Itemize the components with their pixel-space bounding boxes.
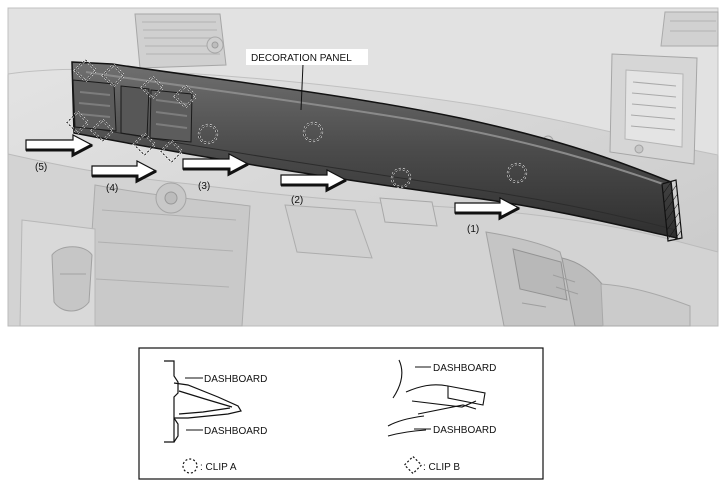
dashboard-label-bottom-right: DASHBOARD: [433, 425, 496, 436]
legend-clip-a: : CLIP A: [182, 458, 237, 474]
arrow-1: (1): [454, 197, 521, 235]
arrow-4-label: (4): [106, 183, 118, 194]
decoration-panel-callout: DECORATION PANEL: [246, 49, 368, 111]
clip-markers: [65, 58, 528, 189]
clip-a-detail: DASHBOARD DASHBOARD: [164, 360, 267, 443]
clip-b-marker: [132, 132, 157, 157]
arrow-4: (4): [91, 160, 158, 194]
clip-b-marker: [173, 84, 198, 109]
decoration-panel-label: DECORATION PANEL: [251, 53, 352, 64]
legend-clip-b: : CLIP B: [403, 455, 460, 475]
clip-a-marker: [506, 162, 528, 184]
arrow-5: (5): [25, 134, 94, 173]
clip-b-label: : CLIP B: [423, 462, 460, 473]
arrow-3-label: (3): [198, 181, 210, 192]
arrow-2-label: (2): [291, 195, 303, 206]
arrow-2: (2): [280, 169, 348, 206]
clip-b-marker: [101, 63, 126, 88]
clip-b-marker: [90, 118, 115, 143]
clip-b-marker: [73, 58, 98, 83]
clip-b-detail: DASHBOARD DASHBOARD: [387, 359, 496, 437]
arrow-1-label: (1): [467, 224, 479, 235]
clip-b-marker: [159, 139, 184, 164]
clip-a-marker: [390, 167, 412, 189]
clip-a-label: : CLIP A: [200, 462, 237, 473]
removal-arrows: (5) (4) (3) (2) (1): [25, 134, 521, 235]
decoration-panel: [71, 61, 683, 242]
dashboard-label-top-left: DASHBOARD: [204, 374, 267, 385]
arrow-3: (3): [182, 153, 250, 192]
dashboard-label-top-right: DASHBOARD: [433, 363, 496, 374]
clip-legend: DASHBOARD DASHBOARD DASHBOARD DASHBOARD …: [138, 347, 544, 480]
clip-b-marker: [65, 110, 90, 135]
clip-a-marker: [302, 121, 324, 143]
clip-a-marker: [197, 123, 219, 145]
arrow-5-label: (5): [35, 162, 47, 173]
dashboard-label-bottom-left: DASHBOARD: [204, 426, 267, 437]
clip-b-marker: [140, 75, 165, 100]
